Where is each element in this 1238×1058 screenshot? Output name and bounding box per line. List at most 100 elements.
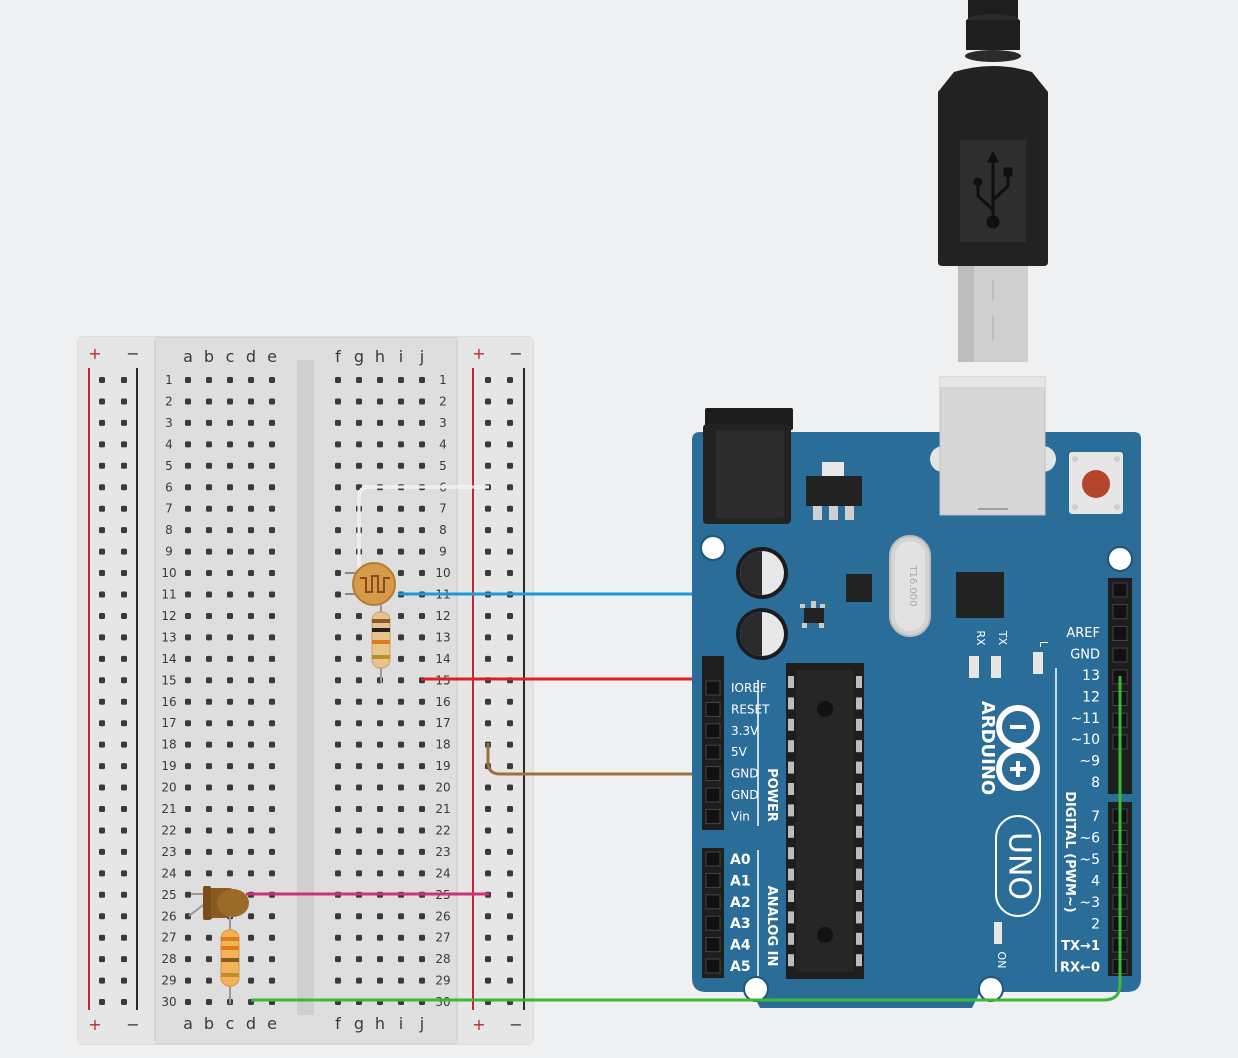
digital-pin[interactable] bbox=[1112, 582, 1128, 598]
rail-hole[interactable] bbox=[485, 377, 491, 383]
rail-hole[interactable] bbox=[485, 505, 491, 512]
rail-hole[interactable] bbox=[99, 570, 105, 577]
rail-hole[interactable] bbox=[99, 934, 105, 941]
breadboard-hole[interactable] bbox=[248, 827, 254, 834]
breadboard-hole[interactable] bbox=[335, 398, 341, 405]
rail-hole[interactable] bbox=[121, 870, 127, 877]
breadboard-hole[interactable] bbox=[419, 741, 425, 748]
analog-pin[interactable] bbox=[705, 915, 721, 931]
rail-hole[interactable] bbox=[485, 720, 491, 727]
rail-hole[interactable] bbox=[99, 977, 105, 984]
breadboard-hole[interactable] bbox=[206, 570, 212, 577]
breadboard-hole[interactable] bbox=[335, 377, 341, 383]
rail-hole[interactable] bbox=[485, 612, 491, 619]
breadboard-hole[interactable] bbox=[269, 612, 275, 619]
breadboard-hole[interactable] bbox=[227, 806, 233, 812]
breadboard-hole[interactable] bbox=[185, 999, 191, 1006]
breadboard-hole[interactable] bbox=[206, 398, 212, 405]
breadboard-hole[interactable] bbox=[356, 441, 362, 448]
rail-hole[interactable] bbox=[507, 462, 513, 469]
breadboard-hole[interactable] bbox=[419, 398, 425, 405]
breadboard-hole[interactable] bbox=[269, 977, 275, 984]
rail-hole[interactable] bbox=[485, 527, 491, 534]
breadboard-hole[interactable] bbox=[377, 462, 383, 469]
breadboard-hole[interactable] bbox=[227, 591, 233, 598]
breadboard-hole[interactable] bbox=[377, 548, 383, 555]
rail-hole[interactable] bbox=[121, 527, 127, 534]
breadboard-hole[interactable] bbox=[269, 934, 275, 941]
rail-hole[interactable] bbox=[99, 741, 105, 748]
breadboard-hole[interactable] bbox=[206, 484, 212, 491]
rail-hole[interactable] bbox=[507, 891, 513, 898]
breadboard-hole[interactable] bbox=[335, 956, 341, 963]
breadboard-hole[interactable] bbox=[206, 956, 212, 963]
breadboard-hole[interactable] bbox=[356, 634, 362, 641]
breadboard-hole[interactable] bbox=[335, 763, 341, 770]
rail-hole[interactable] bbox=[507, 441, 513, 448]
breadboard-hole[interactable] bbox=[356, 698, 362, 705]
breadboard-hole[interactable] bbox=[227, 784, 233, 791]
breadboard-hole[interactable] bbox=[356, 848, 362, 855]
breadboard-hole[interactable] bbox=[206, 505, 212, 512]
breadboard-hole[interactable] bbox=[335, 441, 341, 448]
breadboard-hole[interactable] bbox=[377, 419, 383, 426]
breadboard-hole[interactable] bbox=[248, 634, 254, 641]
rail-hole[interactable] bbox=[121, 677, 127, 684]
breadboard-hole[interactable] bbox=[419, 806, 425, 812]
breadboard-hole[interactable] bbox=[227, 870, 233, 877]
breadboard-hole[interactable] bbox=[335, 720, 341, 727]
analog-pin[interactable] bbox=[705, 958, 721, 974]
rail-hole[interactable] bbox=[99, 484, 105, 491]
rail-hole[interactable] bbox=[507, 377, 513, 383]
power-pin[interactable] bbox=[705, 787, 721, 803]
breadboard-hole[interactable] bbox=[185, 870, 191, 877]
breadboard-hole[interactable] bbox=[227, 419, 233, 426]
breadboard-hole[interactable] bbox=[206, 934, 212, 941]
breadboard-hole[interactable] bbox=[356, 806, 362, 812]
breadboard-hole[interactable] bbox=[398, 441, 404, 448]
breadboard-hole[interactable] bbox=[335, 848, 341, 855]
rail-hole[interactable] bbox=[485, 398, 491, 405]
breadboard-hole[interactable] bbox=[206, 870, 212, 877]
rail-hole[interactable] bbox=[121, 934, 127, 941]
rail-hole[interactable] bbox=[121, 591, 127, 598]
breadboard-hole[interactable] bbox=[248, 698, 254, 705]
breadboard-hole[interactable] bbox=[419, 720, 425, 727]
rail-hole[interactable] bbox=[99, 634, 105, 641]
rail-hole[interactable] bbox=[99, 505, 105, 512]
rail-hole[interactable] bbox=[485, 913, 491, 920]
breadboard-hole[interactable] bbox=[206, 548, 212, 555]
breadboard-hole[interactable] bbox=[419, 634, 425, 641]
breadboard-hole[interactable] bbox=[227, 827, 233, 834]
breadboard-hole[interactable] bbox=[335, 784, 341, 791]
rail-hole[interactable] bbox=[507, 570, 513, 577]
rail-hole[interactable] bbox=[99, 612, 105, 619]
breadboard-hole[interactable] bbox=[377, 956, 383, 963]
rail-hole[interactable] bbox=[485, 827, 491, 834]
breadboard-hole[interactable] bbox=[248, 848, 254, 855]
breadboard-hole[interactable] bbox=[356, 741, 362, 748]
breadboard-hole[interactable] bbox=[335, 612, 341, 619]
arduino-uno-board[interactable]: T16.000 RX TX L bbox=[692, 376, 1141, 1008]
breadboard-hole[interactable] bbox=[248, 398, 254, 405]
breadboard-hole[interactable] bbox=[377, 806, 383, 812]
breadboard-hole[interactable] bbox=[227, 612, 233, 619]
breadboard-hole[interactable] bbox=[206, 677, 212, 684]
breadboard-hole[interactable] bbox=[185, 848, 191, 855]
breadboard-hole[interactable] bbox=[269, 527, 275, 534]
breadboard-hole[interactable] bbox=[185, 741, 191, 748]
breadboard-hole[interactable] bbox=[185, 934, 191, 941]
breadboard-hole[interactable] bbox=[356, 655, 362, 662]
breadboard-hole[interactable] bbox=[248, 505, 254, 512]
rail-hole[interactable] bbox=[507, 870, 513, 877]
breadboard-hole[interactable] bbox=[377, 827, 383, 834]
breadboard-hole[interactable] bbox=[248, 655, 254, 662]
rail-hole[interactable] bbox=[507, 741, 513, 748]
breadboard-hole[interactable] bbox=[398, 419, 404, 426]
breadboard-hole[interactable] bbox=[398, 827, 404, 834]
breadboard-hole[interactable] bbox=[335, 462, 341, 469]
breadboard-hole[interactable] bbox=[335, 484, 341, 491]
rail-hole[interactable] bbox=[121, 848, 127, 855]
resistor-led[interactable] bbox=[220, 916, 240, 1004]
breadboard-hole[interactable] bbox=[377, 913, 383, 920]
